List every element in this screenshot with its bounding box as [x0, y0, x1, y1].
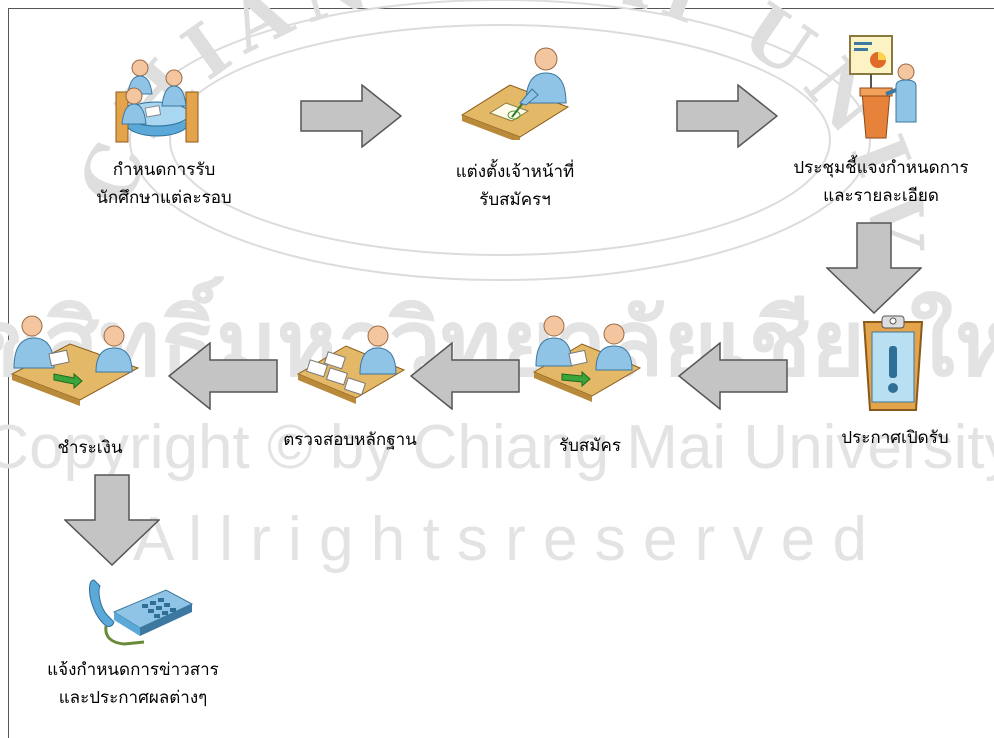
step-label-notify: แจ้งกำหนดการข่าวสาร และประกาศผลต่างๆ [18, 656, 248, 712]
arrow-left-2 [410, 342, 520, 410]
payment-icon [10, 315, 140, 406]
arrow-right-2 [676, 84, 778, 148]
step-label-line: รับสมัครฯ [479, 190, 551, 210]
document-review-icon [296, 325, 406, 404]
step-label-set-quota: กำหนดการรับ นักศึกษาแต่ละรอบ [64, 156, 264, 212]
step-label-payment: ชำระเงิน [30, 434, 150, 462]
step-label-line: ประชุมชี้แจงกำหนดการ [793, 158, 969, 178]
presenter-icon [849, 35, 917, 139]
step-label-line: ชำระเงิน [57, 438, 123, 458]
step-label-line: และรายละเอียด [823, 186, 939, 206]
step-label-line: นักศึกษาแต่ละรอบ [96, 188, 232, 208]
arrow-down-2 [64, 474, 160, 566]
arrow-left-1 [678, 342, 788, 410]
arrow-down-1 [826, 222, 922, 314]
arrow-right-1 [300, 84, 402, 148]
step-label-line: ตรวจสอบหลักฐาน [283, 430, 417, 450]
step-label-line: และประกาศผลต่างๆ [58, 688, 208, 708]
step-label-announce-open: ประกาศเปิดรับ [810, 424, 980, 452]
arrow-left-3 [168, 342, 278, 410]
step-label-line: ประกาศเปิดรับ [841, 428, 949, 448]
step-label-line: แจ้งกำหนดการข่าวสาร [47, 660, 219, 680]
step-label-apply: รับสมัคร [530, 432, 650, 460]
step-label-line: กำหนดการรับ [112, 160, 216, 180]
telephone-icon [89, 579, 194, 646]
step-label-line: แต่งตั้งเจ้าหน้าที่ [455, 162, 575, 182]
step-label-briefing: ประชุมชี้แจงกำหนดการ และรายละเอียด [770, 154, 992, 210]
clipboard-alert-icon [862, 315, 924, 411]
meeting-group-icon [115, 59, 199, 143]
handover-icon [532, 315, 642, 402]
step-label-appoint-staff: แต่งตั้งเจ้าหน้าที่ รับสมัครฯ [425, 158, 605, 214]
step-label-line: รับสมัคร [558, 436, 621, 456]
person-writing-icon [460, 47, 570, 140]
step-label-verify-docs: ตรวจสอบหลักฐาน [250, 426, 450, 454]
